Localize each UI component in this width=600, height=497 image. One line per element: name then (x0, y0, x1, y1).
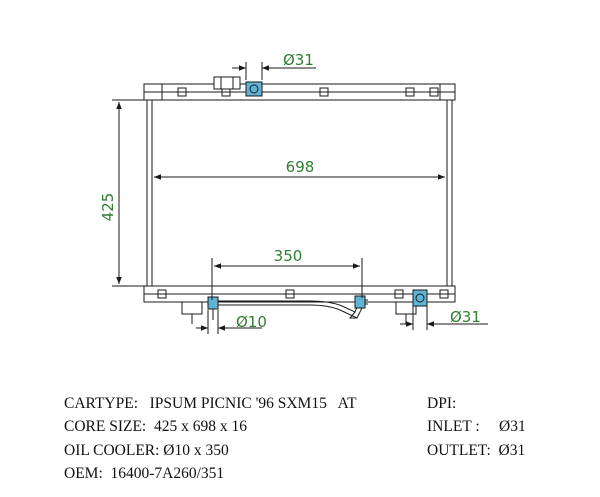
oil-cooler-length-label: 350 (274, 247, 303, 265)
oem-line: OEM: 16400-7A260/351 (64, 465, 225, 482)
oil-cooler-fittings (207, 295, 366, 320)
cartype-line: CARTYPE: IPSUM PICNIC '96 SXM15 AT (64, 395, 357, 412)
inlet-diameter-label: Ø31 (283, 51, 314, 69)
outlet-fitting (412, 289, 428, 330)
oil-cooler-diameter-label: Ø10 (236, 313, 267, 331)
oil-cooler-line: OIL COOLER: Ø10 x 350 (64, 442, 229, 459)
top-tank (143, 83, 456, 101)
oil-cooler-length-dimension (211, 258, 363, 300)
height-label: 425 (99, 193, 117, 222)
radiator-cap (213, 76, 241, 90)
oil-cooler-diameter-dimension (196, 310, 262, 334)
inlet-line: INLET : Ø31 (427, 418, 526, 435)
bottom-tank (143, 285, 456, 303)
outlet-line: OUTLET: Ø31 (427, 442, 526, 459)
height-dimension (112, 99, 146, 287)
inlet-fitting (232, 62, 316, 97)
outlet-diameter-label: Ø31 (450, 308, 481, 326)
width-label: 698 (286, 158, 315, 176)
oil-cooler-pipe (214, 299, 368, 319)
core-size-line: CORE SIZE: 425 x 698 x 16 (64, 418, 247, 435)
radiator-drawing: Ø31 425 (99, 51, 488, 334)
dpi-line: DPI: (427, 395, 457, 412)
